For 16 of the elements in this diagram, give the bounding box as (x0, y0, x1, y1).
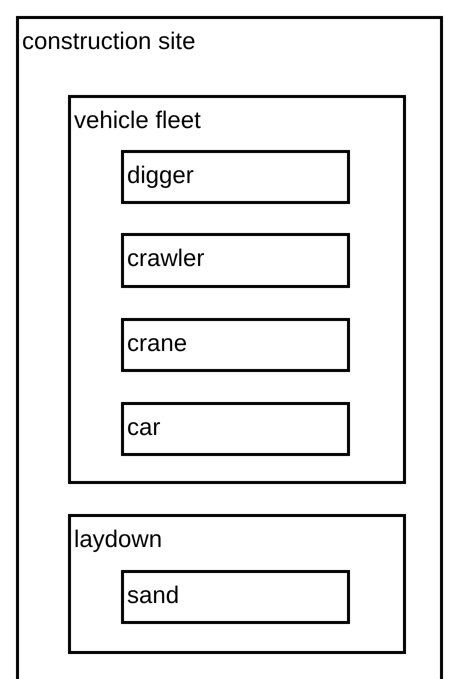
item-box (121, 318, 350, 372)
box-label: vehicle fleet (74, 109, 201, 133)
item-box (121, 233, 350, 288)
item-box (121, 570, 350, 624)
item-box (121, 402, 350, 456)
box-label: crawler (127, 247, 204, 271)
box-label: sand (127, 584, 180, 608)
container-box (16, 16, 443, 679)
box-label: construction site (22, 30, 196, 54)
box-label: laydown (74, 528, 162, 552)
item-box (121, 150, 350, 204)
box-label: car (127, 416, 160, 440)
container-box (68, 95, 406, 484)
box-label: crane (127, 332, 188, 356)
container-box (68, 514, 406, 654)
box-label: digger (127, 164, 194, 188)
